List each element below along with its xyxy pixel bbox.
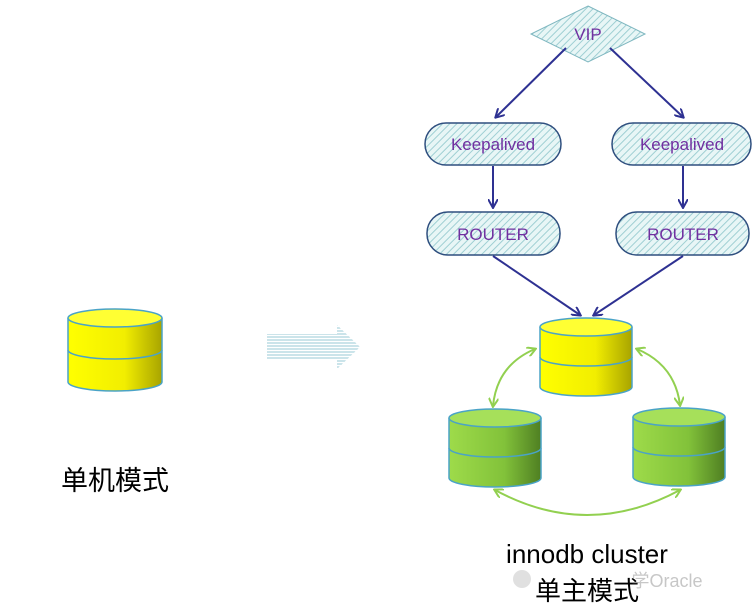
wechat-icon [513,570,531,588]
keepalived-label-right: Keepalived [640,135,724,154]
replication-arrow-bottom [495,490,680,516]
standalone-caption: 单机模式 [61,466,169,497]
keepalived-node-right: Keepalived [611,122,752,166]
vip-label: VIP [574,25,601,44]
arrow-router-to-primary-right [594,255,684,315]
cluster-caption-line1: innodb cluster [506,539,668,569]
router-node-left: ROUTER [426,211,561,256]
secondary-database-right-icon [632,407,726,487]
transition-arrow-icon [267,325,360,369]
primary-database-icon [539,317,633,397]
router-label-left: ROUTER [457,225,529,244]
arrow-vip-to-keepalived-right [609,47,683,117]
router-label-right: ROUTER [647,225,719,244]
secondary-database-left-icon [448,408,542,488]
watermark-text: 学Oracle [631,571,702,591]
keepalived-node-left: Keepalived [424,122,562,166]
replication-arrow-right [637,349,680,405]
vip-node: VIP [529,5,647,63]
replication-arrow-left [493,349,535,406]
arrow-router-to-primary-left [492,255,580,315]
watermark: 学Oracle [513,570,703,591]
router-node-right: ROUTER [615,211,750,256]
arrow-vip-to-keepalived-left [496,47,567,117]
standalone-database-icon [67,308,163,392]
keepalived-label-left: Keepalived [451,135,535,154]
cluster-caption-line2: 单主模式 [535,577,639,607]
